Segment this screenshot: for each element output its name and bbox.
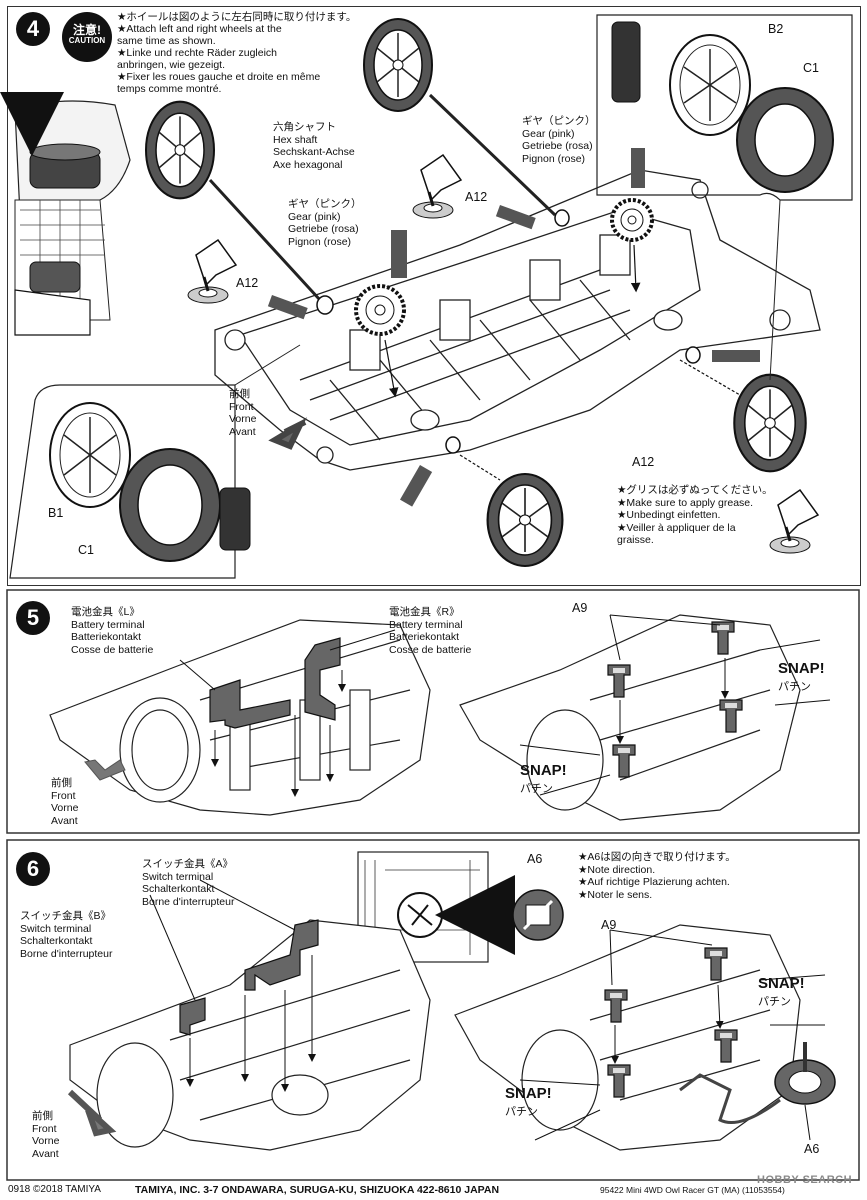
snap-label-5b: SNAP!パチン: [520, 762, 567, 795]
battery-terminal-l: [209, 679, 291, 729]
wheel-right-top: [363, 18, 433, 112]
part-a12-1: A12: [236, 276, 259, 290]
gear-right-icon: [610, 198, 654, 242]
chassis-step6-left: [69, 919, 431, 1151]
part-a6-top: A6: [527, 852, 543, 866]
battery-terminal-r: [304, 637, 341, 721]
step5-number: 5: [16, 601, 50, 635]
front-arrow-step4: [268, 417, 307, 450]
grease-tube-1: [186, 238, 238, 305]
part-a9-step5: A9: [572, 601, 588, 615]
part-c1-right: C1: [803, 61, 819, 75]
part-a9-step6: A9: [601, 918, 617, 932]
part-a12-2: A12: [465, 190, 488, 204]
hand-inset: [0, 92, 131, 336]
front-arrow-step5: [84, 759, 126, 781]
grease-tube-3: [768, 488, 820, 555]
insert-arrows: [267, 148, 760, 507]
snap-label-5a: SNAP!パチン: [778, 660, 825, 693]
step6-number: 6: [16, 852, 50, 886]
part-c1-left: C1: [78, 543, 94, 557]
step6-frame: [6, 839, 860, 1181]
a12-bushing-1: [316, 295, 334, 315]
part-b1: B1: [48, 506, 64, 520]
hex-shaft-left: [208, 178, 322, 302]
caution-jp: 注意!: [73, 23, 101, 37]
wheel-bottom-centre: [486, 472, 564, 568]
tire-c1-right: [736, 87, 834, 193]
grease-tube-2: [411, 153, 463, 220]
gear-left-icon: [354, 284, 406, 336]
a6-note: ★A6は図の向きで取り付けます。★Note direction.★Auf ric…: [578, 851, 736, 901]
footer-address: TAMIYA, INC. 3-7 ONDAWARA, SURUGA-KU, SH…: [135, 1184, 500, 1196]
a12-bushing-4: [445, 436, 461, 454]
wheel-bottom-right: [733, 373, 807, 473]
part-a6-bottom: A6: [804, 1142, 820, 1156]
a6-part-top: [512, 889, 564, 941]
chassis-step4: [214, 169, 821, 471]
rim-b1: [49, 402, 131, 508]
gear-left-label: ギヤ（ピンク）Gear (pink)Getriebe (rosa)Pignon …: [288, 198, 362, 248]
switch-terminal-a: [244, 919, 319, 991]
front-arrow-step6: [67, 1089, 117, 1137]
footer-product: 95422 Mini 4WD Owl Racer GT (MA) (110535…: [600, 1185, 785, 1195]
tire-c1-left: [119, 448, 221, 562]
part-a12-3: A12: [632, 455, 655, 469]
wheel-left-top: [144, 100, 216, 200]
rim-b2: [669, 34, 751, 136]
gear-right-label: ギヤ（ピンク）Gear (pink)Getriebe (rosa)Pignon …: [522, 115, 596, 165]
switch-terminal-b: [179, 997, 206, 1036]
step5-frame: [6, 589, 860, 834]
tire-side-left: [219, 487, 251, 551]
snap-label-6a: SNAP!パチン: [758, 975, 805, 1008]
footer-code: 0918 ©2018 TAMIYA: [8, 1184, 101, 1195]
part-b2: B2: [768, 22, 784, 36]
snap-label-6b: SNAP!パチン: [505, 1085, 552, 1118]
a6-part-bottom: [774, 1042, 836, 1105]
tire-side-right: [611, 21, 641, 103]
hobby-search-watermark: HOBBY SEARCH: [757, 1174, 853, 1186]
caution-en: CAUTION: [68, 36, 106, 46]
caution-badge: 注意! CAUTION: [62, 12, 112, 62]
grease-note: ★グリスは必ずぬってください。★Make sure to apply greas…: [617, 484, 773, 546]
hex-shaft-right: [428, 93, 557, 217]
step4-note: ★ホイールは図のように左右同時に取り付けます。 ★Attach left and…: [117, 11, 357, 95]
a12-bushing-2: [554, 209, 570, 227]
chassis-step5-right: [459, 614, 801, 821]
step4-number: 4: [16, 12, 50, 46]
a12-bushing-3: [685, 346, 701, 364]
